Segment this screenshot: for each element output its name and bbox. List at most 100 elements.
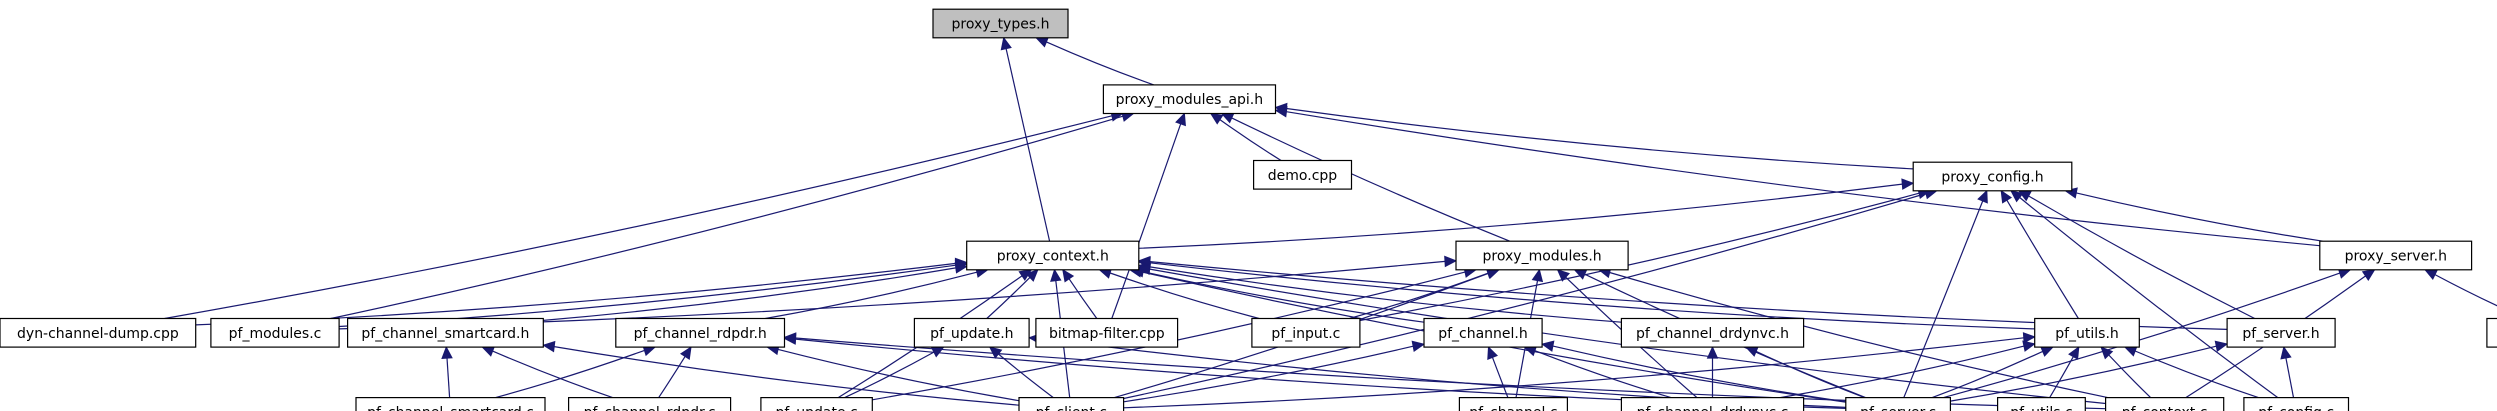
edge-pf_server_c-to-pf_channel_h <box>1540 340 1846 403</box>
edge-pf_server_c-to-proxy_server_h <box>1943 267 2352 399</box>
node-label: pf_channel.c <box>1469 405 1557 411</box>
node-box <box>1996 397 2086 411</box>
node-box <box>1845 397 1952 411</box>
edge-pf_channel_c-to-pf_channel_h <box>1487 345 1509 398</box>
edge-pf_channel_smartcard_c-to-pf_channel_smartcard_h <box>441 345 453 398</box>
edge-pf_server_h-to-proxy_config_h <box>2017 190 2255 320</box>
edge-pf_server_c-to-pf_server_h <box>1950 340 2229 402</box>
edge-dyn_channel_dump_cpp-to-proxy_modules_api_h <box>164 110 1124 320</box>
node-label: pf_config.c <box>2258 405 2334 411</box>
node-pf-server-h[interactable]: pf_server.h <box>2226 317 2336 348</box>
node-box <box>210 317 340 348</box>
edge-demo_cpp-to-proxy_modules_api_h <box>1209 112 1282 162</box>
edge-pf_input_c-to-proxy_context_h <box>1098 267 1260 320</box>
node-freerdp-proxy-c[interactable]: freerdp_proxy.c <box>2486 317 2497 348</box>
edge-pf_server_c-to-proxy_config_h <box>1903 189 1988 398</box>
node-box <box>1458 397 1569 411</box>
node-pf-context-c[interactable]: pf_context.c <box>2105 397 2225 411</box>
node-box <box>2486 317 2497 348</box>
node-dyn-channel-dump-cpp[interactable]: dyn-channel-dump.cpp <box>0 317 197 348</box>
node-box <box>2034 317 2140 348</box>
node-label: pf_channel_drdynvc.h <box>1636 326 1789 342</box>
node-label: pf_update.h <box>930 326 1013 342</box>
node-pf-config-c[interactable]: pf_config.c <box>2243 397 2350 411</box>
edge-proxy_server_h-to-proxy_modules_api_h <box>1274 106 2320 247</box>
edge-pf_context_c-to-pf_utils_h <box>2100 346 2152 399</box>
edge-proxy_context_h-to-proxy_config_h <box>1138 178 1915 249</box>
node-pf-utils-c[interactable]: pf_utils.c <box>1996 397 2086 411</box>
node-box <box>1455 240 1629 271</box>
node-pf-client-c[interactable]: pf_client.c <box>1018 397 1125 411</box>
edge-proxy_context_h-to-proxy_types_h <box>1000 36 1051 242</box>
node-label: pf_channel_rdpdr.h <box>634 326 767 342</box>
node-proxy-modules-h[interactable]: proxy_modules.h <box>1455 240 1629 271</box>
node-box <box>1018 397 1125 411</box>
node-bitmap-filter-cpp[interactable]: bitmap-filter.cpp <box>1035 317 1179 348</box>
node-proxy-modules-api-h[interactable]: proxy_modules_api.h <box>1102 84 1277 115</box>
node-demo-cpp[interactable]: demo.cpp <box>1252 159 1353 190</box>
nodes-layer: proxy_types.h proxy_modules_api.h demo.cpp… <box>0 8 2497 411</box>
node-pf-utils-h[interactable]: pf_utils.h <box>2034 317 2140 348</box>
node-label: proxy_types.h <box>952 17 1050 33</box>
node-box <box>2319 240 2473 271</box>
node-pf-channel-drdynvc-c[interactable]: pf_channel_drdynvc.c <box>1620 397 1805 411</box>
node-proxy-context-h[interactable]: proxy_context.h <box>966 240 1140 271</box>
edge-pf_channel_drdynvc_h-to-proxy_context_h <box>1137 261 1622 323</box>
node-label: proxy_server.h <box>2345 249 2447 265</box>
node-label: proxy_config.h <box>1941 170 2043 186</box>
edges-layer <box>164 36 2497 410</box>
edge-pf_channel_smartcard_h-to-proxy_context_h <box>543 262 968 321</box>
node-label: pf_server.h <box>2242 326 2319 342</box>
node-pf-server-c[interactable]: pf_server.c <box>1845 397 1952 411</box>
edge-pf_client_c-to-pf_channel_smartcard_h <box>542 340 1020 406</box>
edge-pf_update_h-to-proxy_context_h <box>986 268 1039 319</box>
edge-pf_channel_drdynvc_c-to-pf_channel_drdynvc_h <box>1706 345 1719 398</box>
node-label: pf_server.c <box>1860 405 1936 411</box>
node-box <box>966 240 1140 271</box>
node-pf-channel-rdpdr-c[interactable]: pf_channel_rdpdr.c <box>567 397 732 411</box>
node-label: pf_channel_smartcard.c <box>367 405 534 411</box>
node-proxy-server-h[interactable]: proxy_server.h <box>2319 240 2473 271</box>
node-pf-channel-h[interactable]: pf_channel.h <box>1423 317 1543 348</box>
node-label: pf_client.c <box>1036 405 1107 411</box>
node-box <box>0 317 197 348</box>
node-box <box>1423 317 1543 348</box>
node-box <box>2226 317 2336 348</box>
node-box <box>1252 159 1353 190</box>
edge-pf_channel_drdynvc_c-to-pf_utils_h <box>1780 340 2036 399</box>
node-box <box>1912 161 2073 192</box>
edge-pf_channel_rdpdr_c-to-pf_channel_smartcard_h <box>481 345 613 399</box>
node-proxy-config-h[interactable]: proxy_config.h <box>1912 161 2073 192</box>
node-pf-channel-rdpdr-h[interactable]: pf_channel_rdpdr.h <box>615 317 786 348</box>
node-pf-channel-smartcard-c[interactable]: pf_channel_smartcard.c <box>355 397 546 411</box>
node-pf-modules-c[interactable]: pf_modules.c <box>210 317 340 348</box>
node-proxy-types-h[interactable]: proxy_types.h <box>932 8 1069 39</box>
node-box <box>1620 317 1805 348</box>
node-pf-channel-drdynvc-h[interactable]: pf_channel_drdynvc.h <box>1620 317 1805 348</box>
edge-pf_client_c-to-pf_channel_h <box>1123 340 1426 403</box>
node-box <box>1251 317 1361 348</box>
node-box <box>2243 397 2350 411</box>
node-box <box>2105 397 2225 411</box>
node-pf-channel-c[interactable]: pf_channel.c <box>1458 397 1569 411</box>
node-box <box>1102 84 1277 115</box>
node-pf-update-h[interactable]: pf_update.h <box>913 317 1030 348</box>
edge-pf_config_c-to-pf_utils_h <box>2123 345 2259 399</box>
node-label: pf_channel_rdpdr.c <box>584 405 716 411</box>
node-label: pf_update.c <box>775 405 857 411</box>
node-box <box>347 317 544 348</box>
node-box <box>355 397 546 411</box>
node-label: proxy_modules_api.h <box>1116 92 1263 108</box>
edge-pf_input_c-to-proxy_config_h <box>1359 187 1931 322</box>
edge-pf_channel_rdpdr_h-to-proxy_context_h <box>765 266 989 320</box>
node-label: pf_input.c <box>1271 326 1340 342</box>
node-box <box>567 397 732 411</box>
node-label: demo.cpp <box>1268 168 1337 184</box>
node-pf-input-c[interactable]: pf_input.c <box>1251 317 1361 348</box>
node-pf-update-c[interactable]: pf_update.c <box>760 397 873 411</box>
node-label: pf_utils.h <box>2055 326 2119 342</box>
edge-bitmap_filter_cpp-to-proxy_context_h <box>1062 268 1098 319</box>
node-pf-channel-smartcard-h[interactable]: pf_channel_smartcard.h <box>347 317 544 348</box>
edge-proxy_modules_api_h-to-proxy_types_h <box>1035 36 1155 86</box>
